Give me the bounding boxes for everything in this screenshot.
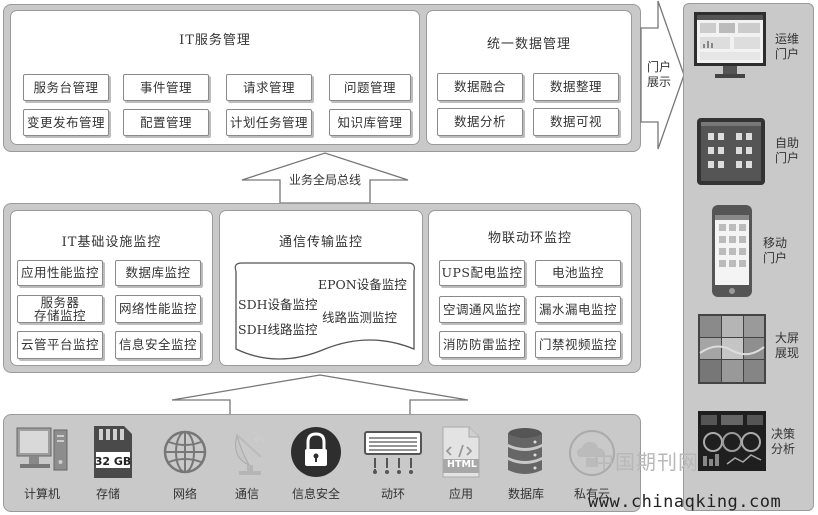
iot-item: 门禁视频监控: [535, 331, 621, 358]
it-service-item: 服务台管理: [23, 74, 109, 101]
portal-item-label: 自助 门户: [775, 136, 800, 165]
infra-item: 信息安全监控: [115, 331, 201, 359]
infra-item: 云管平台监控: [17, 331, 103, 359]
comm-item: SDH设备监控: [238, 297, 318, 312]
device-label: 数据库: [507, 487, 544, 501]
device-label: 网络: [172, 487, 197, 501]
iot-item: 空调通风监控: [439, 296, 525, 323]
tablet-icon: [697, 118, 765, 185]
data-mgmt-section: 统一数据管理 数据融合 数据整理 数据分析 数据可视: [426, 10, 632, 145]
bus-label: 业务全局总线: [288, 173, 361, 187]
portal-item-label: 移动 门户: [763, 236, 788, 265]
data-mgmt-item: 数据融合: [437, 73, 523, 101]
portal-item-label: 决策 分析: [771, 427, 796, 456]
comm-item: SDH线路监控: [238, 322, 318, 337]
air-conditioner-icon: [360, 426, 426, 480]
infra-title: IT基础设施监控: [61, 235, 162, 250]
device-label: 存储: [95, 487, 120, 501]
device-label: 私有云: [573, 487, 610, 501]
iot-title: 物联动环监控: [487, 231, 572, 246]
portal-arrow: [640, 0, 685, 150]
watermark-url: www.chinaqking.com: [588, 492, 782, 512]
storage-icon: [88, 424, 138, 480]
iot-item: UPS配电监控: [439, 260, 525, 286]
infra-section: IT基础设施监控 应用性能监控 数据库监控 服务器 存储监控 网络性能监控 云管…: [10, 210, 213, 366]
it-service-item: 配置管理: [123, 109, 209, 136]
satellite-dish-icon: [225, 424, 275, 480]
data-mgmt-title: 统一数据管理: [486, 37, 571, 52]
it-service-item: 问题管理: [329, 74, 411, 101]
iot-item: 漏水漏电监控: [535, 296, 621, 323]
it-service-item: 知识库管理: [329, 109, 411, 136]
portal-label: 门户 展示: [647, 60, 672, 89]
device-label: 信息安全: [291, 487, 340, 501]
device-label: 计算机: [23, 487, 60, 501]
storage-capacity-text: 32 GB: [94, 455, 132, 468]
comm-item: 线路监测监控: [322, 310, 398, 325]
html-file-icon: [436, 424, 486, 480]
it-service-item: 变更发布管理: [23, 109, 109, 136]
it-service-item: 请求管理: [226, 74, 312, 101]
device-label: 应用: [448, 487, 473, 501]
watermark-text: 中国期刊网: [594, 450, 699, 474]
private-cloud-icon: [565, 424, 619, 480]
comm-scroll-shape: [234, 262, 415, 360]
data-mgmt-item: 数据分析: [437, 108, 523, 136]
monitor-icon: [694, 12, 766, 78]
database-icon: [500, 424, 550, 480]
iot-item: 消防防雷监控: [439, 331, 525, 358]
it-service-title: IT服务管理: [179, 33, 251, 48]
iot-item: 电池监控: [535, 260, 621, 286]
bus-arrow: [241, 152, 409, 204]
portal-item-label: 运维 门户: [775, 32, 800, 61]
infra-item: 网络性能监控: [115, 295, 201, 323]
comm-title: 通信传输监控: [278, 235, 363, 250]
dashboard-icon: [698, 411, 766, 471]
device-label: 动环: [380, 487, 405, 501]
it-service-section: IT服务管理 服务台管理 事件管理 请求管理 问题管理 变更发布管理 配置管理 …: [10, 10, 420, 145]
comm-section: 通信传输监控 EPON设备监控 SDH设备监控 SDH线路监控 线路监测监控: [219, 210, 423, 366]
infra-item: 应用性能监控: [17, 260, 103, 286]
data-mgmt-item: 数据可视: [533, 108, 619, 136]
html-file-text: HTML: [447, 459, 477, 470]
video-wall-icon: [698, 314, 766, 384]
iot-section: 物联动环监控 UPS配电监控 电池监控 空调通风监控 漏水漏电监控 消防防雷监控…: [428, 210, 632, 366]
data-mgmt-item: 数据整理: [533, 73, 619, 101]
padlock-icon: [290, 421, 342, 481]
device-label: 通信: [234, 487, 259, 501]
collection-arrow: [171, 374, 469, 416]
it-service-item: 事件管理: [123, 74, 209, 101]
globe-icon: [160, 424, 210, 480]
infra-item: 数据库监控: [115, 260, 201, 286]
portal-item-label: 大屏 展现: [775, 331, 800, 360]
computer-icon: [14, 424, 70, 480]
infra-item: 服务器 存储监控: [17, 295, 103, 323]
it-service-item: 计划任务管理: [226, 109, 312, 136]
mobile-phone-icon: [712, 205, 752, 297]
comm-item: EPON设备监控: [318, 277, 407, 292]
